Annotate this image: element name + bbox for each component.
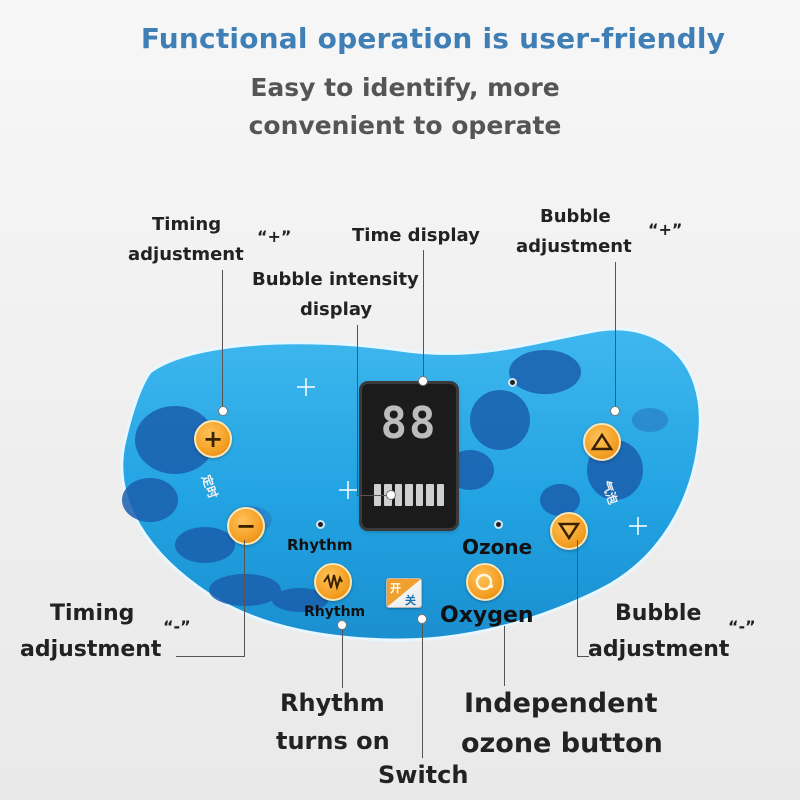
intensity-bar <box>436 484 444 506</box>
timing-minus-label-line2: adjustment <box>20 637 162 662</box>
headline: Functional operation is user-friendly <box>140 22 726 55</box>
timing-minus-button[interactable]: − <box>227 507 265 545</box>
leader-line <box>222 270 223 410</box>
leader-line <box>422 622 423 758</box>
switch-char-1: 开 <box>390 582 401 595</box>
leader-line <box>357 495 387 496</box>
left-side-text: 定时 <box>198 472 221 501</box>
intensity-bar <box>394 484 403 506</box>
switch-accent <box>387 579 421 607</box>
bubble-intensity-label-line2: display <box>300 299 373 320</box>
rhythm-on-label-line2: turns on <box>276 727 390 755</box>
leader-dot <box>218 406 228 416</box>
subtitle-line-1: Easy to identify, more <box>250 73 560 102</box>
ozone-icon <box>475 573 493 591</box>
digital-display: 88 <box>362 384 456 528</box>
bubble-minus-label-line2: adjustment <box>588 637 730 662</box>
leader-dot <box>386 490 396 500</box>
bubble-minus-label-line1: Bubble <box>615 601 702 626</box>
timing-minus-sign: “-” <box>163 617 191 636</box>
rhythm-label-top: Rhythm <box>287 536 353 554</box>
leader-line <box>357 325 358 495</box>
leader-line <box>615 262 616 406</box>
bubble-minus-sign: “-” <box>728 617 756 636</box>
timing-minus-label-line1: Timing <box>50 601 135 626</box>
subtitle-line-2: convenient to operate <box>248 111 562 140</box>
timing-plus-sign: “+” <box>257 227 292 246</box>
bubble-plus-label-line2: adjustment <box>516 236 632 257</box>
time-display-label: Time display <box>352 225 480 246</box>
power-switch-button[interactable]: 开 关 <box>386 578 422 608</box>
wave-icon <box>323 573 343 591</box>
rhythm-indicator-led <box>316 520 325 529</box>
ozone-label: Ozone <box>462 535 533 559</box>
timing-plus-label-line2: adjustment <box>128 244 244 265</box>
timing-plus-label-line1: Timing <box>152 214 222 235</box>
minus-icon: − <box>235 512 257 540</box>
ozone-indicator-led <box>494 520 503 529</box>
rhythm-button[interactable] <box>314 563 352 601</box>
leader-dot <box>337 620 347 630</box>
time-digits: 88 <box>380 398 438 449</box>
leader-dot <box>610 406 620 416</box>
bubble-minus-button[interactable] <box>550 512 588 550</box>
plus-icon: + <box>202 425 224 453</box>
right-side-text: 气泡 <box>598 478 621 507</box>
switch-label: Switch <box>378 761 469 789</box>
triangle-up-icon <box>591 433 613 451</box>
leader-dot <box>418 376 428 386</box>
ozone-button-label-line2: ozone button <box>461 728 663 759</box>
ozone-button[interactable] <box>466 563 504 601</box>
leader-dot <box>417 614 427 624</box>
leader-line <box>577 540 578 656</box>
triangle-down-icon <box>558 522 580 540</box>
ozone-button-label-line1: Independent <box>464 688 658 719</box>
bubble-intensity-label-line1: Bubble intensity <box>252 269 419 290</box>
rhythm-on-label-line1: Rhythm <box>280 689 385 717</box>
leader-line <box>577 656 589 657</box>
rhythm-label-bottom: Rhythm <box>304 604 366 620</box>
intensity-bar <box>415 484 424 506</box>
oxygen-label: Oxygen <box>440 603 534 628</box>
bubble-plus-button[interactable] <box>583 423 621 461</box>
leader-line <box>244 540 245 656</box>
intensity-bar <box>405 484 413 506</box>
timing-plus-button[interactable]: + <box>194 420 232 458</box>
leader-line <box>423 250 424 378</box>
panel-led <box>508 378 517 387</box>
switch-char-2: 关 <box>405 594 416 607</box>
leader-line <box>342 626 343 688</box>
bubble-plus-sign: “+” <box>648 220 683 239</box>
leader-line <box>176 656 245 657</box>
intensity-bar <box>426 484 434 506</box>
leader-line <box>504 626 505 686</box>
bubble-plus-label-line1: Bubble <box>540 206 611 227</box>
